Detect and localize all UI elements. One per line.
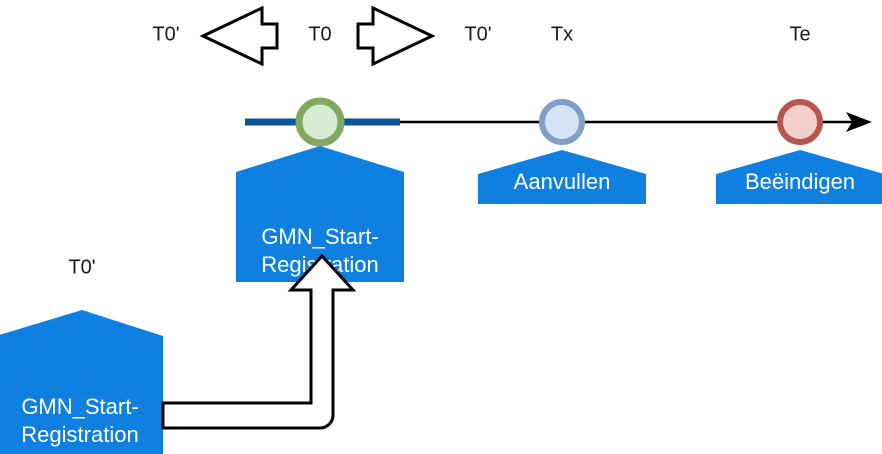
pentagon-label-line-1-t0-prime: GMN_Start- bbox=[21, 394, 138, 419]
time-label-t0: T0 bbox=[308, 23, 331, 45]
pentagon-gmn-start-registration-t0-prime[interactable] bbox=[0, 310, 163, 454]
timeline-node-tx-blue-circle[interactable] bbox=[539, 99, 585, 145]
timeline-end-arrowhead-icon bbox=[846, 112, 872, 132]
timeline-node-te-red-circle[interactable] bbox=[777, 99, 823, 145]
pentagon-beeindigen[interactable] bbox=[716, 150, 882, 204]
time-label-t0-prime-right: T0' bbox=[464, 23, 491, 45]
pentagon-label-line-2-t0-prime: Registration bbox=[21, 422, 138, 447]
pentagon-gmn-start-registration-t0[interactable] bbox=[236, 146, 404, 282]
timeline-node-t0-green-circle[interactable] bbox=[295, 97, 345, 147]
left-block-arrow-icon bbox=[199, 5, 279, 67]
time-label-t0-prime-left: T0' bbox=[152, 23, 179, 45]
time-label-tx: Tx bbox=[551, 23, 573, 45]
pentagon-label-beeindigen: Beëindigen bbox=[745, 169, 855, 194]
time-label-t0-prime-bottom: T0' bbox=[68, 256, 95, 278]
pentagon-label-line-1-t0: GMN_Start- bbox=[261, 224, 378, 249]
pentagon-aanvullen[interactable] bbox=[478, 150, 646, 204]
time-label-te: Te bbox=[789, 23, 810, 45]
connector-block-arrow-icon bbox=[161, 253, 357, 430]
pentagon-label-aanvullen: Aanvullen bbox=[514, 169, 611, 194]
right-block-arrow-icon bbox=[356, 5, 436, 67]
